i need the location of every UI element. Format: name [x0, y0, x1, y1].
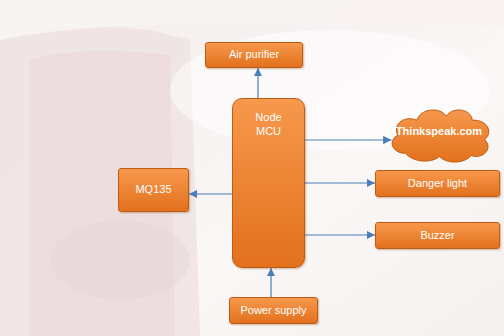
controller-box: Node MCU [232, 98, 305, 268]
node-label: Buzzer [420, 229, 454, 243]
node-label: Power supply [240, 304, 306, 318]
connector-arrow [305, 139, 392, 140]
node-label: Node MCU [249, 111, 289, 139]
node-label: MQ135 [135, 183, 171, 197]
power-box: Power supply [229, 297, 318, 324]
sensor-box: MQ135 [118, 168, 189, 212]
connector-arrow [305, 182, 375, 183]
connector-arrow [270, 268, 271, 297]
output-box: Buzzer [375, 222, 500, 249]
light-patch [170, 30, 490, 150]
output-box: Danger light [375, 170, 500, 197]
book-shade [50, 220, 190, 300]
cloud-service: Thinkspeak.com [383, 100, 496, 164]
node-label: Danger light [408, 177, 467, 191]
cloud-shape [392, 110, 489, 162]
connector-arrow [189, 193, 232, 194]
book-shape [0, 27, 200, 336]
book-top [0, 0, 504, 40]
output-box: Air purifier [205, 42, 303, 68]
connector-arrow [305, 234, 375, 235]
connector-arrow [257, 68, 258, 98]
node-label: Thinkspeak.com [396, 125, 482, 139]
node-label: Air purifier [229, 48, 279, 62]
